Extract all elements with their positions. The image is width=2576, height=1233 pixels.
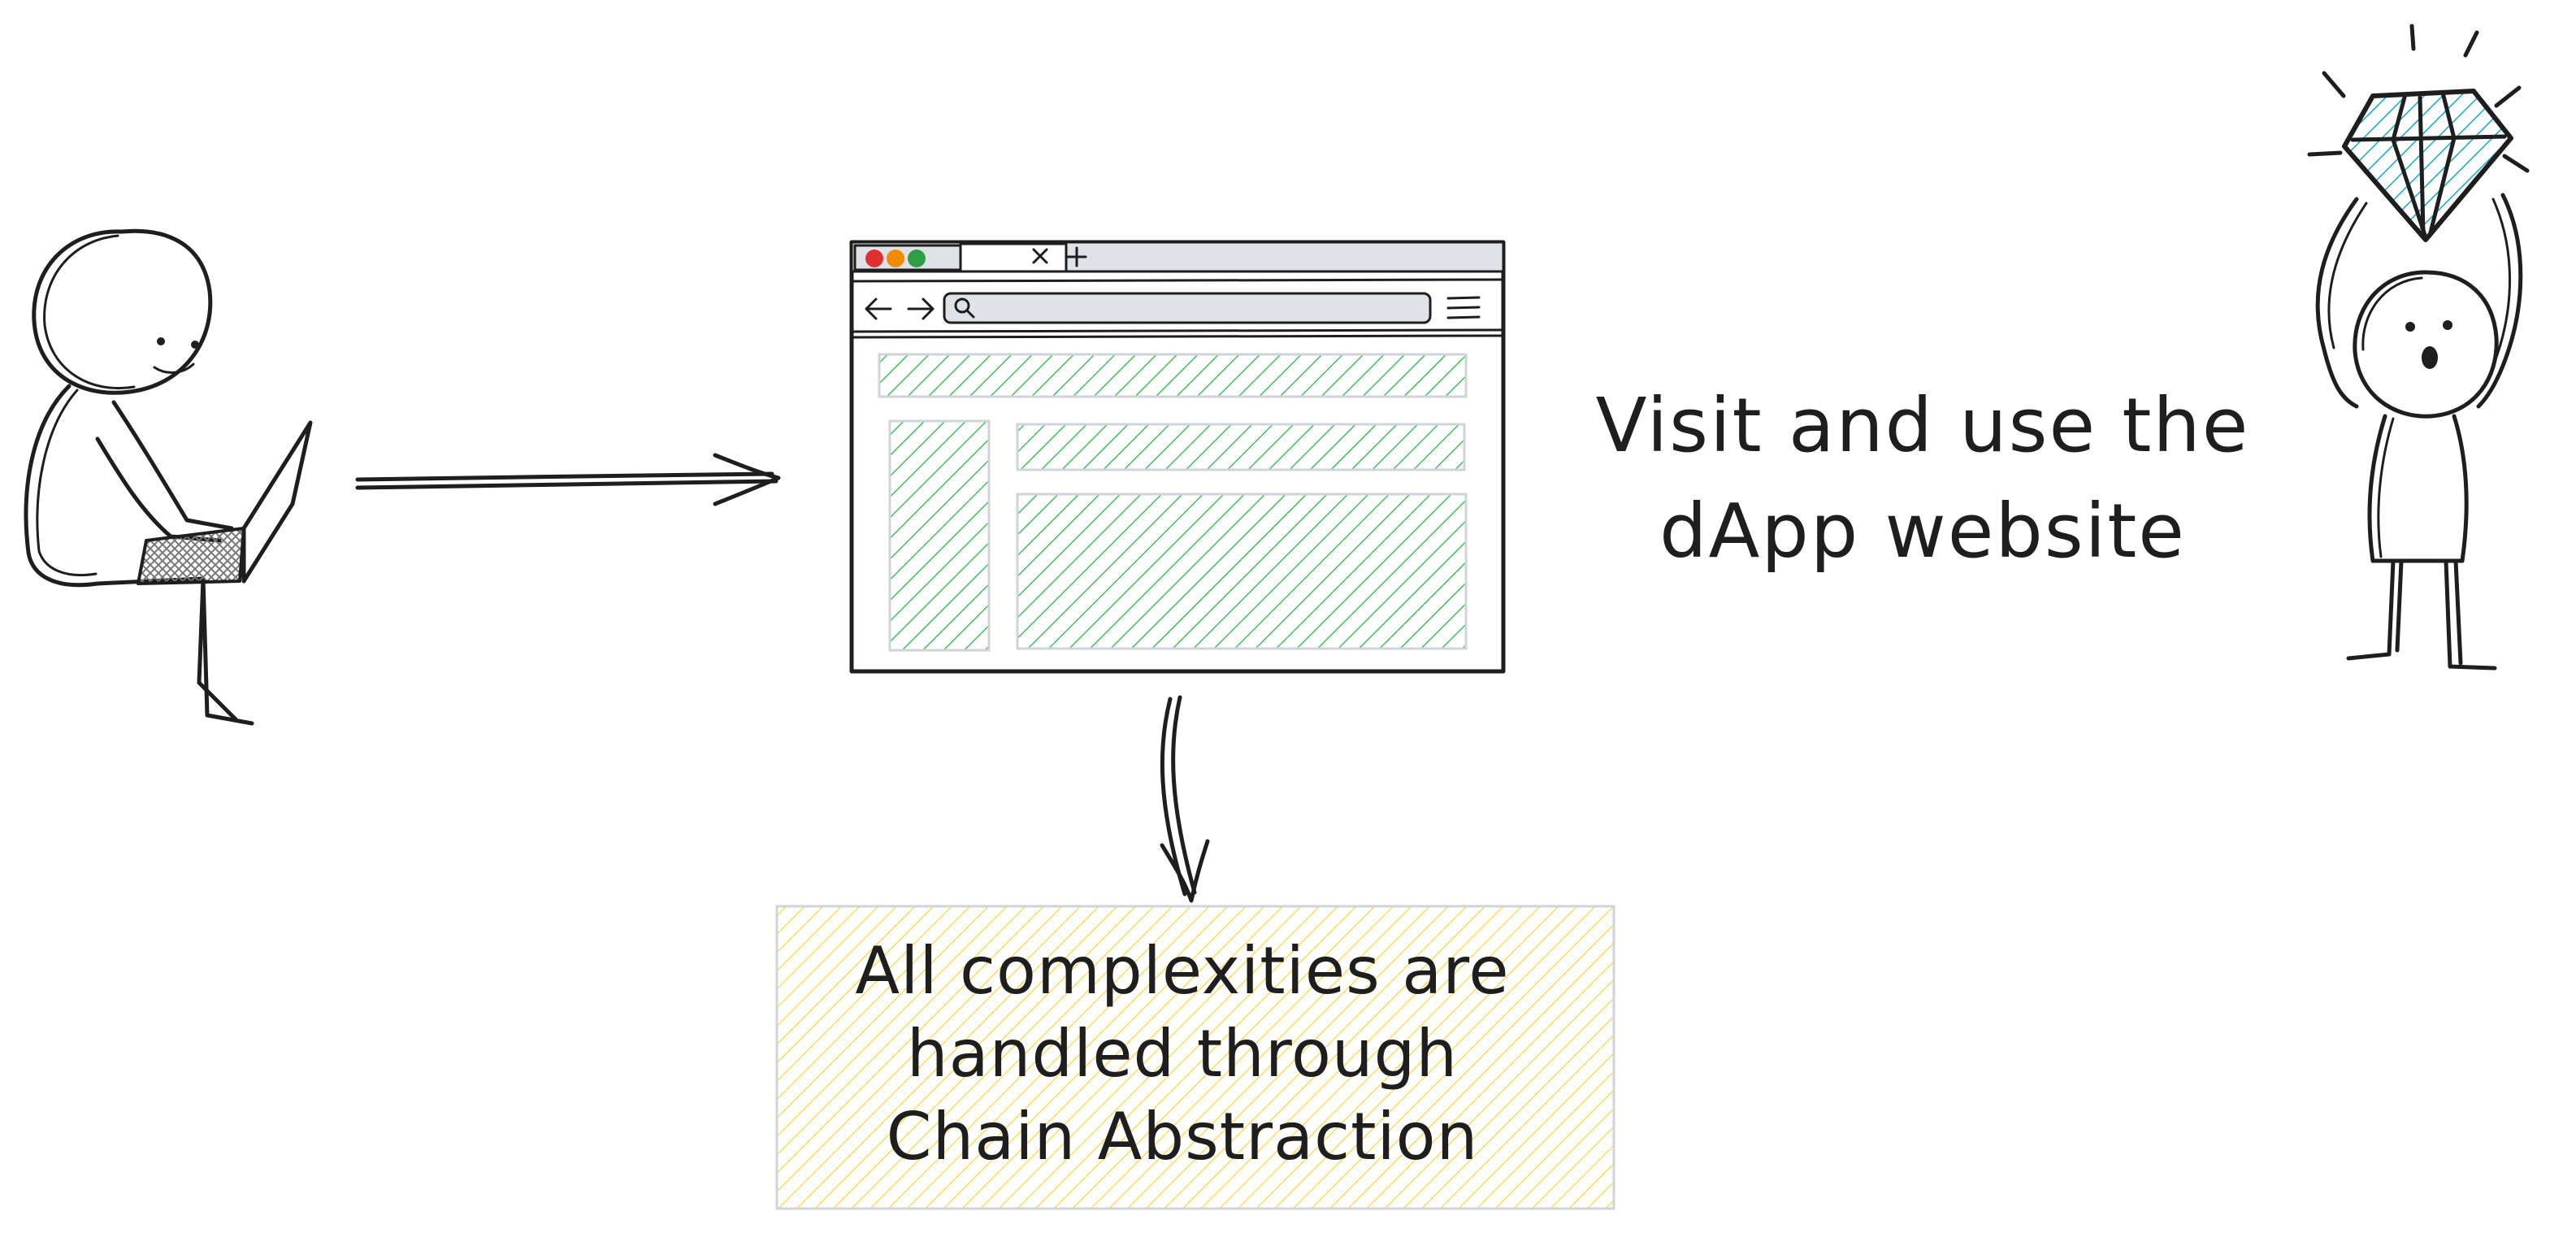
diamond-icon: [2342, 89, 2513, 242]
result-box: All complexities are handled through Cha…: [775, 905, 1615, 1210]
caption-line-2: dApp website: [1659, 488, 2186, 575]
content-top-block: [1016, 423, 1466, 471]
content-sidebar-block: [888, 419, 991, 652]
window-close-dot: [865, 250, 883, 267]
person-with-laptop-icon: [24, 228, 313, 726]
caption: Visit and use the dApp website: [1596, 382, 2250, 575]
new-tab-icon: [1066, 246, 1087, 267]
sparkle-icon: [2307, 24, 2530, 173]
caption-line-1: Visit and use the: [1596, 382, 2250, 469]
menu-icon: [1446, 296, 1481, 319]
result-box-line-3: Chain Abstraction: [887, 1099, 1479, 1174]
window-minimize-dot: [887, 250, 904, 267]
result-box-line-1: All complexities are: [855, 933, 1509, 1009]
arrow-to-browser: [355, 453, 781, 506]
address-bar: [943, 292, 1432, 324]
result-box-line-2: handled through: [907, 1016, 1458, 1092]
person-holding-diamond-icon: [2307, 24, 2530, 671]
forward-arrow-icon: [907, 297, 935, 320]
content-header-block: [878, 353, 1468, 398]
arrow-to-result-box: [1160, 695, 1210, 903]
browser-window-icon: [849, 240, 1506, 674]
tab-close-icon: [1032, 248, 1048, 264]
search-icon: [954, 297, 975, 319]
content-main-block: [1016, 493, 1468, 650]
window-maximize-dot: [908, 250, 926, 267]
back-arrow-icon: [865, 297, 892, 320]
